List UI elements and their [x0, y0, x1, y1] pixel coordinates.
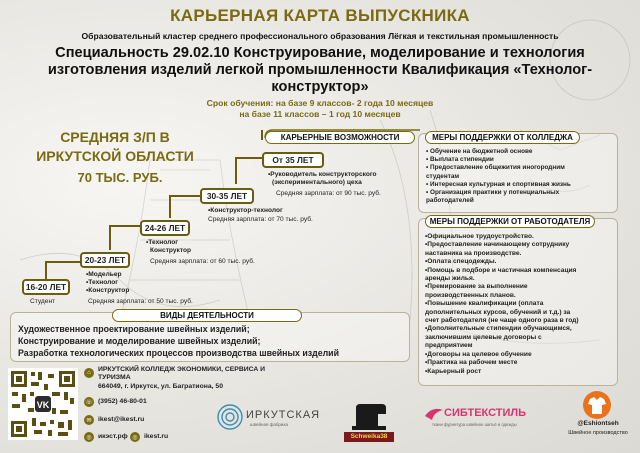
eshiontseh-logo: @Eshiontseh Швейное производство [560, 390, 636, 444]
list-item: аренды жилья. [425, 275, 475, 283]
career-step-role: •Конструктор-технолог [208, 207, 283, 214]
list-item: •Предоставление начинающему сотруднику [425, 241, 570, 249]
list-item: •Дополнительные стипендии обучающимся, [425, 325, 572, 333]
college-phone: (3952) 46-80-01 [98, 398, 147, 405]
list-item: • Предоставление общежития иногородним [426, 164, 565, 172]
sewing-machine-icon [352, 404, 386, 430]
qr-code[interactable]: VK [8, 368, 78, 440]
career-step-role: Конструктор [150, 247, 192, 254]
career-step-role: (экспериментального) цеха [272, 179, 362, 186]
activity-item: Конструирование и моделирование швейных … [18, 336, 261, 346]
schweika-text: Schweika38 [344, 432, 394, 442]
activities-heading: ВИДЫ ДЕЯТЕЛЬНОСТИ [112, 309, 302, 322]
college-email[interactable]: ikest@ikest.ru [98, 416, 145, 423]
college-site[interactable]: ikest.ru [144, 433, 169, 440]
sibtextil-logo: СИБТЕКСТИЛЬ ткани фурнитура швейное шить… [424, 404, 544, 434]
list-item: • Выплата стипендии [426, 156, 494, 164]
career-step-salary: Средняя зарплата: от 60 тыс. руб. [150, 258, 255, 265]
college-site-rf[interactable]: икэст.рф [98, 433, 128, 440]
employer-support-heading: МЕРЫ ПОДДЕРЖКИ ОТ РАБОТОДАТЕЛЯ [425, 215, 595, 228]
term-line-2: на базе 11 классов – 1 год 10 месяцев [239, 109, 401, 119]
list-item: предприятием [425, 342, 473, 350]
college-support-panel [418, 133, 618, 213]
specialty-heading: Специальность 29.02.10 Конструирование, … [47, 45, 593, 95]
list-item: • Организация практики у потенциальных [426, 189, 560, 197]
spiral-icon [217, 404, 243, 430]
college-support-list: • Обучение на бюджетной основе • Выплата… [426, 148, 616, 205]
globe-icon: ◎ [84, 432, 94, 442]
career-step-role: Студент [30, 298, 56, 305]
schweika-logo: Schweika38 [342, 400, 396, 446]
location-icon: ⌂ [84, 368, 94, 378]
career-heading: КАРЬЕРНЫЕ ВОЗМОЖНОСТИ [265, 131, 415, 144]
irkutskaya-logo: ИРКУТСКАЯ швейная фабрика [216, 403, 324, 433]
list-item: •Оплата спецодежды. [425, 258, 497, 266]
svg-text:VK: VK [37, 400, 50, 410]
list-item: •Карьерный рост [425, 367, 482, 375]
college-address: 664049, г. Иркутск, ул. Багратиона, 50 [98, 383, 223, 390]
sibtextil-sub: ткани фурнитура швейное шитьё и одежды [432, 422, 517, 427]
list-item: заключившим целевые договоры с [425, 333, 542, 341]
eshiontseh-sub: Швейное производство [568, 430, 628, 436]
shirt-icon [583, 391, 611, 419]
list-item: •Договоры на целевое обучение [425, 350, 532, 358]
page-title: КАРЬЕРНАЯ КАРТА ВЫПУСКНИКА [170, 6, 470, 25]
career-step-age: 20-23 ЛЕТ [80, 252, 130, 268]
term-line-1: Срок обучения: на базе 9 классов- 2 года… [206, 98, 434, 108]
career-step-age: 30-35 ЛЕТ [200, 188, 254, 204]
phone-icon: ☏ [84, 397, 94, 407]
list-item: •Практика на рабочем месте [425, 359, 518, 367]
list-item: •Помощь в подборе и частичная компенсаци… [425, 266, 577, 274]
list-item: •Премирование за выполнение [425, 283, 528, 291]
list-item: производственных планов. [425, 291, 516, 299]
list-item: • Интересная культурная и спортивная жиз… [426, 180, 571, 188]
career-step-salary: Средняя зарплата: от 90 тыс. руб. [276, 190, 381, 197]
sibtextil-text: СИБТЕКСТИЛЬ [444, 407, 527, 419]
list-item: счет работодателя (не чаще одного раза в… [425, 317, 579, 325]
list-item: •Официальное трудоустройство. [425, 233, 534, 240]
cluster-subtitle: Образовательный кластер среднего професс… [81, 31, 559, 41]
career-step-role: •Конструктор [86, 287, 130, 294]
college-name-line2: ТУРИЗМА [98, 374, 131, 381]
irkutskaya-sub: швейная фабрика [250, 422, 289, 427]
college-support-heading: МЕРЫ ПОДДЕРЖКИ ОТ КОЛЛЕДЖА [425, 131, 580, 144]
career-step-role: •Модельер [86, 271, 122, 278]
list-item: дополнительных курсов, обучений и т.д.) … [425, 308, 571, 316]
career-step-role: •Технолог [86, 279, 118, 286]
college-name-line1: ИРКУТСКИЙ КОЛЛЕДЖ ЭКОНОМИКИ, СЕРВИСА И [98, 366, 266, 373]
mail-icon: ✉ [84, 415, 94, 425]
eshiontseh-text: @Eshiontseh [577, 420, 619, 427]
career-step-age: 24-26 ЛЕТ [140, 220, 190, 236]
list-item: студентам [426, 172, 460, 180]
career-step-age: От 35 ЛЕТ [262, 152, 324, 168]
list-item: работодателей [426, 197, 474, 205]
list-item: • Обучение на бюджетной основе [426, 148, 533, 155]
irkutskaya-text: ИРКУТСКАЯ [246, 409, 321, 421]
bird-icon [425, 408, 443, 420]
career-step-salary: Средняя зарплата: от 50 тыс. руб. [88, 298, 193, 305]
salary-value: 70 ТЫС. РУБ. [77, 170, 163, 185]
activity-item: Художественное проектирование швейных из… [18, 324, 250, 334]
list-item: наставника на производстве. [425, 249, 522, 257]
career-step-age: 16-20 ЛЕТ [22, 279, 70, 295]
employer-support-list: •Официальное трудоустройство. •Предостав… [425, 233, 617, 376]
employer-support-panel [418, 218, 618, 386]
career-step-role: •Технолог [146, 239, 178, 246]
globe-icon: ◎ [130, 432, 140, 442]
salary-heading: СРЕДНЯЯ З/П В ИРКУТСКОЙ ОБЛАСТИ [36, 129, 194, 164]
list-item: •Повышение квалификации (оплата [425, 300, 544, 308]
career-step-role: •Руководитель конструкторского [268, 171, 377, 178]
career-step-salary: Средняя зарплата: от 70 тыс. руб. [208, 216, 313, 223]
activity-item: Разработка технологических процессов про… [18, 348, 339, 358]
